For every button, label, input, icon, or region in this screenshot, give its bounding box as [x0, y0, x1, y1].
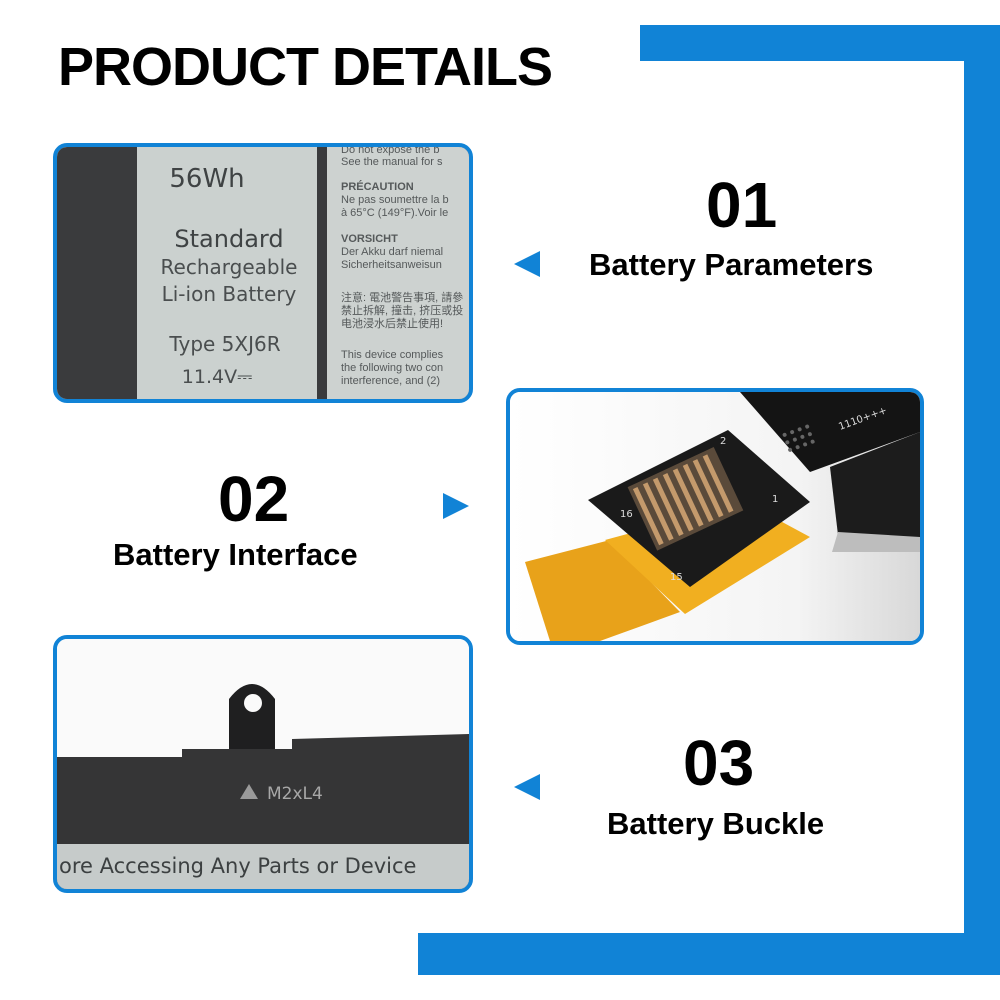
pin-number: 1 — [772, 494, 778, 505]
section-number-02: 02 — [218, 463, 290, 535]
pointer-left-icon — [514, 774, 540, 800]
battery-buckle-photo: M2xL4 ore Accessing Any Parts or Device — [53, 635, 473, 893]
warning-line: 注意: 電池警告事項, 請參 — [341, 290, 463, 304]
strip-warning-text: ore Accessing Any Parts or Device — [59, 854, 416, 878]
battery-label-illustration: 56Wh Standard Rechargeable Li-ion Batter… — [57, 147, 469, 399]
warning-line: This device complies — [341, 349, 444, 361]
connector-illustration: 2 1 16 15 1110+++ — [510, 392, 920, 641]
warning-line: See the manual for s — [341, 156, 443, 168]
warning-line: PRÉCAUTION — [341, 180, 414, 193]
pin-number: 15 — [670, 572, 683, 583]
warning-line: 禁止拆解, 撞击, 挤压或投 — [341, 303, 463, 317]
warning-line: VORSICHT — [341, 233, 398, 245]
buckle-illustration: M2xL4 ore Accessing Any Parts or Device — [57, 639, 469, 889]
warning-line: Sicherheitsanweisun — [341, 259, 442, 271]
section-label-battery-parameters: Battery Parameters — [589, 247, 874, 282]
frame-top-bar — [640, 25, 1000, 61]
section-label-battery-interface: Battery Interface — [113, 537, 358, 572]
warning-line: Ne pas soumettre la b — [341, 194, 449, 206]
battery-parameters-photo: 56Wh Standard Rechargeable Li-ion Batter… — [53, 143, 473, 403]
warning-line: 电池浸水后禁止使用! — [341, 317, 443, 330]
warning-line: the following two con — [341, 362, 443, 374]
label-capacity: 56Wh — [169, 164, 244, 194]
pointer-right-icon — [443, 493, 469, 519]
warning-line: à 65°C (149°F).Voir le — [341, 207, 448, 219]
frame-bottom-bar — [418, 933, 1000, 975]
label-standard: Standard — [174, 225, 283, 253]
page-title: PRODUCT DETAILS — [58, 37, 553, 97]
pin-number: 2 — [720, 436, 726, 447]
frame-side-bar — [964, 25, 1000, 975]
warning-line: Do not expose the b — [341, 147, 439, 156]
label-line2: Li-ion Battery — [162, 282, 297, 306]
pin-number: 16 — [620, 509, 633, 520]
battery-interface-photo: 2 1 16 15 1110+++ — [506, 388, 924, 645]
warning-line: interference, and (2) — [341, 375, 440, 387]
pointer-left-icon — [514, 251, 540, 277]
label-line1: Rechargeable — [161, 255, 298, 279]
section-number-03: 03 — [683, 727, 755, 799]
section-number-01: 01 — [706, 169, 778, 241]
label-type: Type 5XJ6R — [168, 332, 280, 356]
screw-marking: M2xL4 — [267, 784, 323, 804]
warning-line: Der Akku darf niemal — [341, 246, 443, 258]
label-voltage: 11.4V⎓ — [182, 366, 252, 388]
section-label-battery-buckle: Battery Buckle — [607, 806, 825, 841]
